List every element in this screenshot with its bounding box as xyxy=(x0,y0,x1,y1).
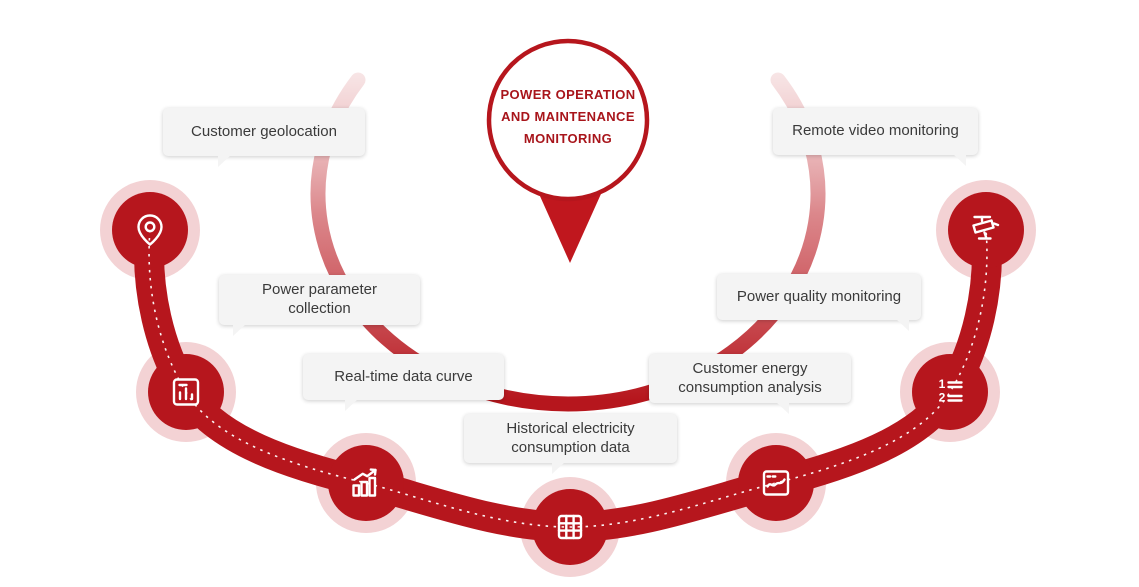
label-real-time-data-curve: Real-time data curve xyxy=(303,354,504,411)
center-badge-circle xyxy=(486,38,650,202)
bar-chart-growth-icon xyxy=(352,468,377,497)
label-customer-geolocation: Customer geolocation xyxy=(163,108,365,167)
table-grid-icon xyxy=(557,514,583,540)
center-title: POWER OPERATION AND MAINTENANCE MONITORI… xyxy=(488,84,648,150)
label-remote-video-monitoring: Remote video monitoring xyxy=(773,108,978,166)
label-historical-consumption-data: Historical electricity consumption data xyxy=(464,414,677,474)
center-title-line3: MONITORING xyxy=(523,131,613,147)
label-power-parameter-collection: Power parameter collection xyxy=(219,275,420,336)
label-energy-consumption-analysis: Customer energy consumption analysis xyxy=(649,354,851,414)
report-chart-icon xyxy=(172,378,200,406)
center-pin-marker xyxy=(486,38,650,263)
location-pin-icon xyxy=(137,214,163,246)
trend-analysis-icon xyxy=(762,470,790,496)
center-title-line1: POWER OPERATION xyxy=(500,87,636,102)
svg-text:2: 2 xyxy=(939,391,946,405)
svg-text:1: 1 xyxy=(939,377,946,391)
cctv-camera-icon xyxy=(972,215,1000,240)
label-power-quality-monitoring: Power quality monitoring xyxy=(717,274,921,331)
numbered-list-icon: 1 2 xyxy=(939,377,963,405)
center-title-line2: AND MAINTENANCE xyxy=(501,109,635,125)
